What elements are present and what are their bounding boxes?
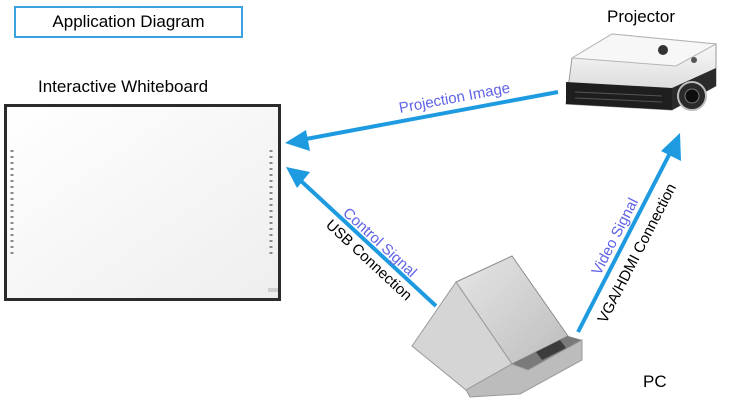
pc-label: PC xyxy=(643,372,667,391)
connection-arrows xyxy=(285,90,681,333)
projector-label: Projector xyxy=(607,7,676,26)
diagram-title: Application Diagram xyxy=(14,6,243,38)
projection-arrow xyxy=(285,90,559,151)
control-arrow xyxy=(286,167,438,308)
whiteboard-label: Interactive Whiteboard xyxy=(38,77,209,96)
laptop-pc xyxy=(411,255,583,398)
whiteboard xyxy=(4,104,281,301)
projector xyxy=(565,33,718,111)
video-arrow xyxy=(576,133,681,333)
